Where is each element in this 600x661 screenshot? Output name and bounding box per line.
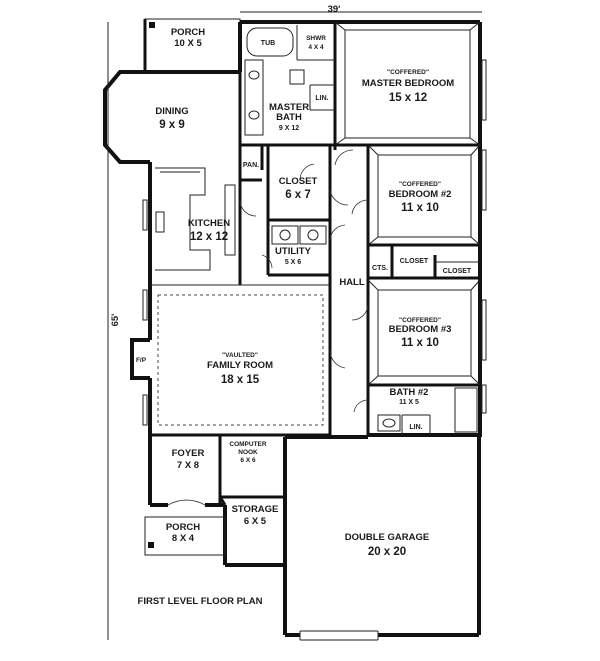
cts-label: CTS. [372, 265, 388, 272]
dining-size: 9 x 9 [159, 119, 185, 131]
bedroom2-note: "COFFERED" [399, 181, 441, 188]
computer-nook-size: 6 X 6 [240, 457, 256, 464]
computer-nook-label: COMPUTER [229, 441, 267, 448]
closet-b-label: CLOSET [443, 268, 472, 275]
bedroom2-label: BEDROOM #2 [389, 189, 452, 200]
dining-label: DINING [155, 106, 188, 117]
shower-label: SHWR [306, 35, 326, 42]
foyer-size: 7 X 8 [177, 460, 199, 471]
porch-front-size: 8 X 4 [172, 533, 195, 544]
garage-label: DOUBLE GARAGE [345, 532, 429, 543]
master-bath-label-2: BATH [276, 112, 302, 123]
windows [142, 59, 487, 426]
plan-title: FIRST LEVEL FLOOR PLAN [138, 596, 263, 607]
lin-master-label: LIN. [315, 95, 328, 102]
bedroom2-size: 11 x 10 [401, 202, 439, 214]
door-swings [167, 149, 369, 506]
coffered-ceilings [334, 21, 481, 386]
utility-label: UTILITY [275, 246, 312, 257]
utility-size: 5 X 6 [285, 259, 301, 266]
master-bedroom-label: MASTER BEDROOM [362, 78, 454, 89]
kitchen-size: 12 x 12 [190, 231, 228, 243]
porch-top-label: PORCH [171, 27, 205, 38]
foyer-label: FOYER [172, 448, 205, 459]
master-bedroom-note: "COFFERED" [387, 69, 429, 76]
computer-nook-label-2: NOOK [238, 449, 258, 456]
master-bedroom-size: 15 x 12 [389, 92, 427, 104]
porch-front [144, 516, 226, 556]
bath2-label: BATH #2 [390, 387, 429, 398]
master-bath-label: MASTER [269, 102, 309, 113]
closet-a-label: CLOSET [400, 258, 429, 265]
master-bath-fixtures [244, 27, 305, 136]
bedroom3-label: BEDROOM #3 [389, 324, 452, 335]
lin-bath2-label: LIN. [409, 424, 422, 431]
hall-label: HALL [339, 277, 365, 288]
family-room-size: 18 x 15 [221, 374, 260, 386]
storage-label: STORAGE [232, 504, 279, 515]
bedroom3-size: 11 x 10 [401, 337, 439, 349]
vaulted-outline [157, 294, 324, 426]
porch-front-label: PORCH [166, 522, 200, 533]
depth-dimension: 65' [110, 314, 121, 327]
pantry-label: PAN. [243, 162, 259, 169]
fireplace-label: F/P [136, 357, 147, 364]
width-dimension: 39' [328, 4, 341, 15]
garage-size: 20 x 20 [368, 546, 406, 558]
kitchen-label: KITCHEN [188, 218, 230, 229]
interior-walls [150, 22, 480, 506]
bedroom3-note: "COFFERED" [399, 317, 441, 324]
family-room-label: FAMILY ROOM [207, 360, 273, 371]
kitchen-counters [155, 167, 236, 271]
tub-label: TUB [261, 40, 275, 47]
shower-size: 4 X 4 [308, 44, 324, 51]
closet-master-label: CLOSET [279, 176, 318, 187]
exterior-walls [103, 20, 482, 641]
master-bath-size: 9 X 12 [279, 125, 299, 132]
storage-size: 6 X 5 [244, 516, 267, 527]
bath2-fixtures [377, 387, 478, 433]
closet-master-size: 6 x 7 [285, 189, 311, 201]
family-room-note: "VAULTED" [222, 352, 258, 359]
porch-top-size: 10 X 5 [174, 38, 202, 49]
bath2-size: 11 X 5 [399, 399, 419, 406]
utility-appliances [271, 225, 327, 245]
